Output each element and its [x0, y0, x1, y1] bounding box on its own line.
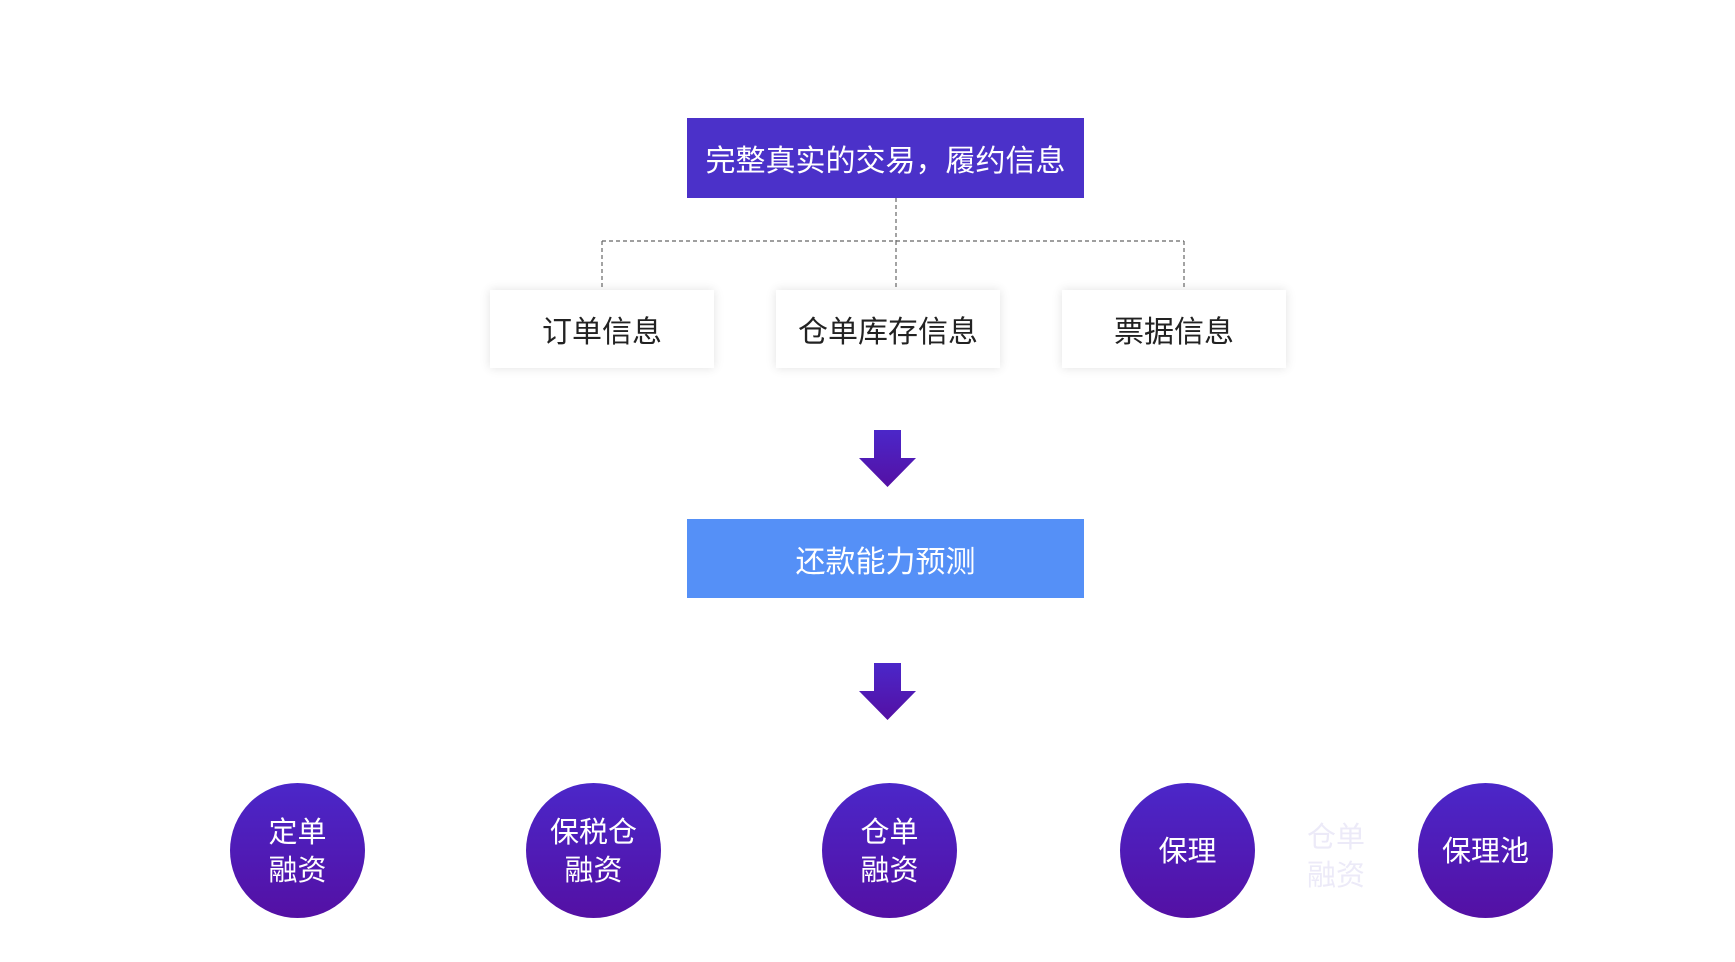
ghost-product-label: 仓单 融资 — [1296, 818, 1376, 894]
info-box-order: 订单信息 — [490, 290, 714, 368]
info-box-label: 订单信息 — [542, 315, 662, 350]
product-circle-factoring-pool: 保理池 — [1418, 783, 1553, 918]
product-label-line: 保税仓 — [549, 814, 637, 849]
product-label-line: 仓单 — [860, 814, 919, 849]
ghost-label-line: 仓单 — [1306, 820, 1365, 854]
product-label-line: 融资 — [564, 852, 623, 887]
product-circle-warehouse-receipt-financing: 仓单 融资 — [822, 783, 957, 918]
product-label-line: 融资 — [860, 852, 919, 887]
product-label-line: 保理 — [1158, 833, 1217, 868]
info-box-bill: 票据信息 — [1062, 290, 1286, 368]
header-label: 完整真实的交易，履约信息 — [705, 144, 1066, 179]
ghost-label-line: 融资 — [1306, 858, 1365, 892]
down-arrow-icon — [859, 663, 916, 720]
product-label-line: 融资 — [268, 852, 327, 887]
product-circle-order-financing: 定单 融资 — [230, 783, 365, 918]
product-circle-bonded-warehouse-financing: 保税仓 融资 — [526, 783, 661, 918]
info-box-warehouse: 仓单库存信息 — [776, 290, 1000, 368]
down-arrow-icon — [859, 430, 916, 487]
product-circle-factoring: 保理 — [1120, 783, 1255, 918]
header-box: 完整真实的交易，履约信息 — [687, 118, 1084, 198]
product-label-line: 保理池 — [1441, 833, 1529, 868]
product-label-line: 定单 — [268, 814, 327, 849]
prediction-label: 还款能力预测 — [795, 544, 976, 580]
info-box-label: 仓单库存信息 — [798, 315, 978, 350]
prediction-box: 还款能力预测 — [687, 519, 1084, 598]
info-box-label: 票据信息 — [1114, 315, 1234, 350]
